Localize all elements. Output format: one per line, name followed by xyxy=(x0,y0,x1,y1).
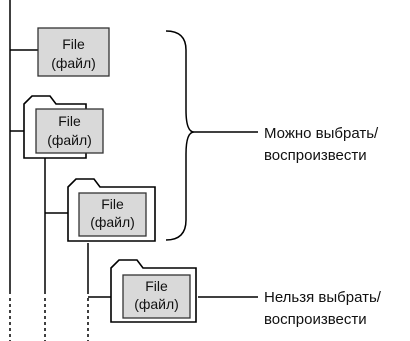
file-box-level-2 xyxy=(78,192,147,237)
file-label-level-1-line2: (файл) xyxy=(47,132,92,148)
file-label-level-3-line2: (файл) xyxy=(134,296,179,312)
not-selectable-caption-line1: Нельзя выбрать/ xyxy=(264,289,382,306)
file-label-level-0-line1: File xyxy=(62,36,85,52)
file-box-level-0 xyxy=(37,27,110,77)
file-label-level-2-line1: File xyxy=(101,196,124,212)
file-box-level-3 xyxy=(122,274,191,319)
file-label-level-3-line1: File xyxy=(145,278,168,294)
not-selectable-caption-line2: воспроизвести xyxy=(264,311,367,328)
file-label-level-1-line1: File xyxy=(58,113,81,129)
selectable-range-bracket xyxy=(165,30,195,241)
file-label-level-0-line2: (файл) xyxy=(51,55,96,71)
selectable-caption-line2: воспроизвести xyxy=(264,147,367,164)
selectable-caption-line1: Можно выбрать/ xyxy=(264,125,379,142)
file-box-level-1 xyxy=(35,108,104,154)
file-label-level-2-line2: (файл) xyxy=(90,214,135,230)
